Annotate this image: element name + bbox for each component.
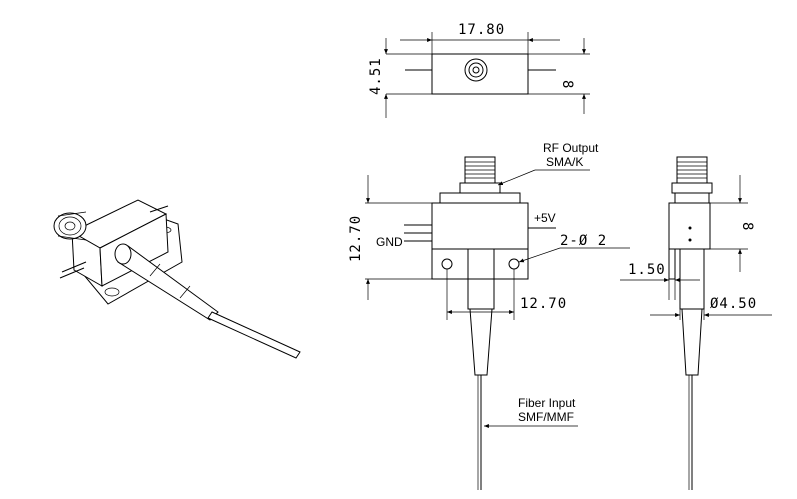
dim-side-offset: 1.50 bbox=[628, 262, 666, 278]
label-sma-k: SMA/K bbox=[546, 155, 583, 169]
isometric-product-view bbox=[53, 199, 301, 359]
dim-side-diameter: Ø4.50 bbox=[710, 296, 757, 312]
dim-hole-spec: 2-Ø 2 bbox=[560, 233, 607, 249]
side-view bbox=[620, 156, 772, 490]
label-plus5v: +5V bbox=[534, 211, 556, 225]
dim-top-width: 17.80 bbox=[458, 22, 505, 38]
dim-front-height: 12.70 bbox=[348, 215, 364, 262]
top-view bbox=[384, 32, 590, 118]
dim-hole-spacing: 12.70 bbox=[520, 296, 567, 312]
dim-top-height-left: 4.51 bbox=[368, 57, 384, 95]
label-smf-mmf: SMF/MMF bbox=[518, 410, 574, 424]
dim-top-height-right: 8 bbox=[559, 80, 575, 89]
label-gnd: GND bbox=[376, 235, 403, 249]
label-fiber-input: Fiber Input bbox=[518, 396, 576, 410]
label-rf-output: RF Output bbox=[543, 141, 599, 155]
dim-side-depth: 8 bbox=[739, 222, 755, 231]
front-view bbox=[365, 156, 630, 490]
